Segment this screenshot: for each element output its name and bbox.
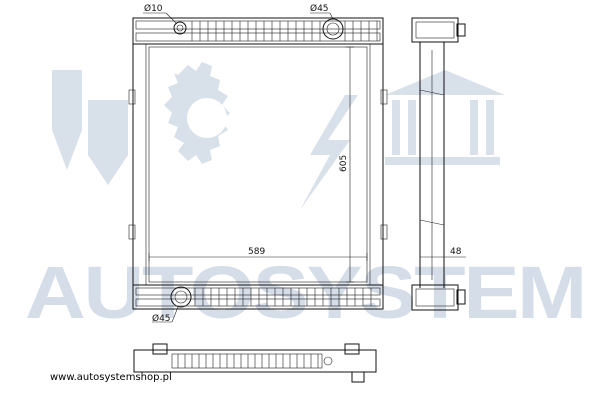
bottom-view-left-port: [152, 343, 168, 355]
front-view: [128, 17, 388, 310]
top-left-port-outline: [173, 21, 187, 35]
bottom-port-outline: [170, 286, 192, 308]
side-view: 48: [411, 17, 466, 311]
core-height-label: 605: [339, 155, 349, 172]
bottom-diameter-label: Ø45: [152, 313, 171, 324]
bottom-view: [133, 343, 377, 383]
radiator-core: [148, 46, 368, 283]
front-dimensions: Ø10 Ø45 605 589 Ø45: [143, 3, 368, 324]
svg-text:AUTOSYSTEM: AUTOSYSTEM: [25, 251, 585, 334]
bottom-view-tank: [133, 349, 377, 373]
side-bottom-tank: [411, 284, 459, 311]
bottom-tank: [132, 284, 384, 310]
website-url: www.autosystemshop.pl: [50, 372, 172, 383]
top-right-diameter-label: Ø45: [310, 3, 329, 14]
bottom-tank-ribs: [194, 288, 372, 306]
top-tank: [132, 17, 384, 45]
side-thickness-label: 48: [450, 247, 462, 257]
top-tank-ribs: [191, 21, 378, 41]
bottom-view-right-port: [344, 343, 360, 355]
top-left-diameter-label: Ø10: [144, 3, 163, 14]
side-top-tank: [411, 17, 459, 43]
autosystem-watermark-logo: AUTOSYSTEM: [25, 62, 587, 334]
core-width-label: 589: [248, 247, 265, 257]
